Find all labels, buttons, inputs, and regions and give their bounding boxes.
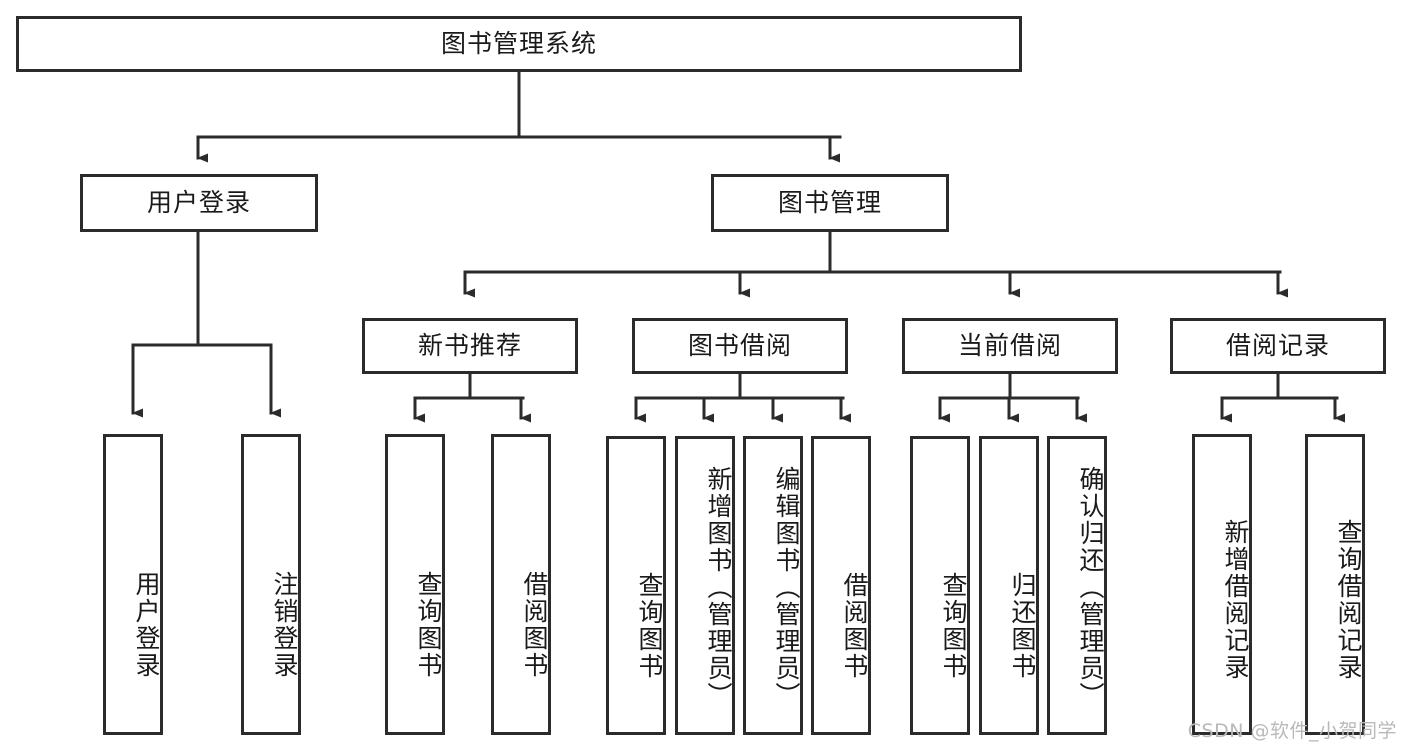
leaf-query-book-2[interactable]: 查询图书 [606,436,666,735]
leaf-confirm-return-label: 确认归还（管理员） [1076,466,1105,709]
node-root-label: 图书管理系统 [440,29,597,59]
leaf-edit-book[interactable]: 编辑图书（管理员） [743,436,803,735]
leaf-logout-label: 注销登录 [270,570,299,679]
csdn-watermark: CSDN @软件_小贺同学 [1187,720,1397,742]
leaf-add-record-label: 新增借阅记录 [1221,518,1250,681]
node-user-login-label: 用户登录 [146,188,251,218]
leaf-confirm-return[interactable]: 确认归还（管理员） [1047,436,1107,735]
node-new-book-recommend-label: 新书推荐 [417,331,522,361]
leaf-query-record-label: 查询借阅记录 [1334,518,1363,681]
leaf-query-book-1[interactable]: 查询图书 [385,434,445,735]
leaf-borrow-book-1-label: 借阅图书 [520,570,549,679]
leaf-query-book-1-label: 查询图书 [414,570,443,679]
leaf-borrow-book-2-label: 借阅图书 [840,571,869,680]
node-borrow-record-label: 借阅记录 [1225,331,1330,361]
leaf-user-login-label: 用户登录 [132,570,161,679]
node-book-management[interactable]: 图书管理 [711,174,949,232]
node-user-login[interactable]: 用户登录 [80,174,318,232]
leaf-edit-book-label: 编辑图书（管理员） [772,466,801,709]
node-current-borrow[interactable]: 当前借阅 [902,318,1118,374]
leaf-return-book-label: 归还图书 [1008,571,1037,680]
leaf-query-book-2-label: 查询图书 [635,571,664,680]
leaf-borrow-book-2[interactable]: 借阅图书 [811,436,871,735]
node-root[interactable]: 图书管理系统 [16,16,1022,72]
leaf-logout[interactable]: 注销登录 [241,434,301,735]
leaf-query-book-3-label: 查询图书 [939,571,968,680]
node-book-borrow-label: 图书借阅 [687,331,792,361]
node-new-book-recommend[interactable]: 新书推荐 [362,318,578,374]
leaf-add-book[interactable]: 新增图书（管理员） [675,436,735,735]
node-current-borrow-label: 当前借阅 [957,331,1062,361]
leaf-query-book-3[interactable]: 查询图书 [910,436,970,735]
leaf-return-book[interactable]: 归还图书 [979,436,1039,735]
node-book-borrow[interactable]: 图书借阅 [632,318,848,374]
leaf-borrow-book-1[interactable]: 借阅图书 [491,434,551,735]
leaf-user-login[interactable]: 用户登录 [103,434,163,735]
leaf-query-record[interactable]: 查询借阅记录 [1305,434,1365,735]
leaf-add-record[interactable]: 新增借阅记录 [1192,434,1252,735]
leaf-add-book-label: 新增图书（管理员） [704,466,733,709]
node-book-management-label: 图书管理 [777,188,882,218]
node-borrow-record[interactable]: 借阅记录 [1170,318,1386,374]
